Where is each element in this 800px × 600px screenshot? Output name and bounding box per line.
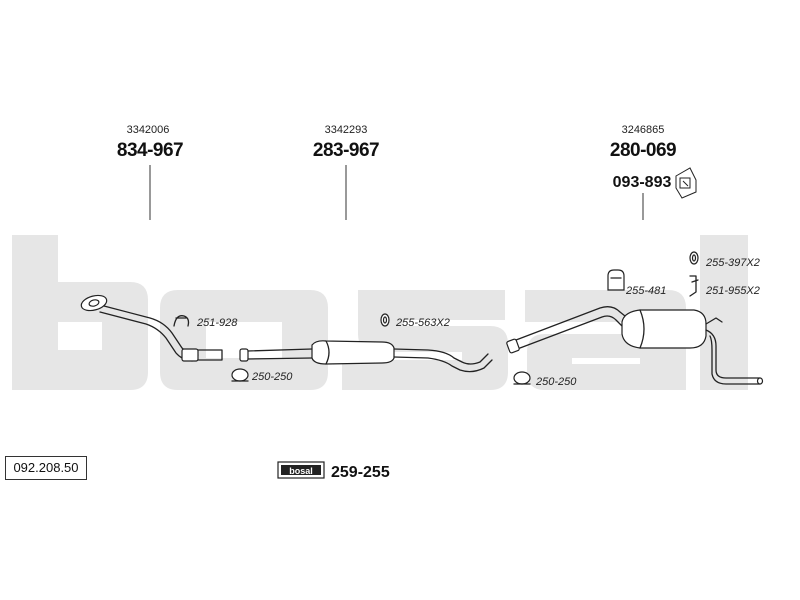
part-number: 283-967 — [313, 140, 379, 161]
accessory-label: 250-250 — [535, 376, 577, 388]
accessory-ring: 255-563X2 — [380, 313, 450, 329]
accessory-ring: 255-397X2 — [689, 251, 760, 269]
accessory-label: 255-397X2 — [705, 257, 760, 269]
oem-number: 3246865 — [622, 124, 665, 136]
accessory-label: 251-928 — [196, 317, 238, 329]
accessory-label: 251-955X2 — [705, 285, 760, 297]
watermark-letter-b — [12, 235, 148, 390]
fitting-kit-number: 259-255 — [331, 464, 390, 481]
fitting-kit: bosal 259-255 — [277, 461, 390, 481]
accessory-label: 250-250 — [251, 371, 293, 383]
watermark-letter-o — [160, 290, 328, 390]
mounting-kit-number: 093-893 — [613, 174, 672, 191]
accessory-clamp: 250-250 — [513, 371, 577, 388]
accessory-label: 255-481 — [625, 285, 666, 297]
accessory-hanger: 255-481 — [607, 269, 666, 297]
part-number: 834-967 — [117, 140, 183, 161]
part-number: 280-069 — [610, 140, 676, 161]
watermark-letter-l — [700, 235, 748, 390]
catalog-number-box: 092.208.50 — [5, 456, 87, 480]
mounting-kit-icon — [675, 167, 697, 199]
rear-pipe-muffler — [506, 306, 764, 385]
accessory-label: 255-563X2 — [395, 317, 450, 329]
accessory-clamp: 251-928 — [173, 315, 238, 329]
middle-pipe-section — [239, 340, 493, 373]
oem-number: 3342293 — [325, 124, 368, 136]
oem-number: 3342006 — [127, 124, 170, 136]
front-pipe — [80, 294, 223, 362]
watermark-letter-s — [342, 290, 508, 390]
bosal-logo: bosal — [289, 466, 313, 476]
accessory-bracket: 251-955X2 — [689, 275, 760, 297]
accessory-clamp: 250-250 — [231, 368, 293, 383]
